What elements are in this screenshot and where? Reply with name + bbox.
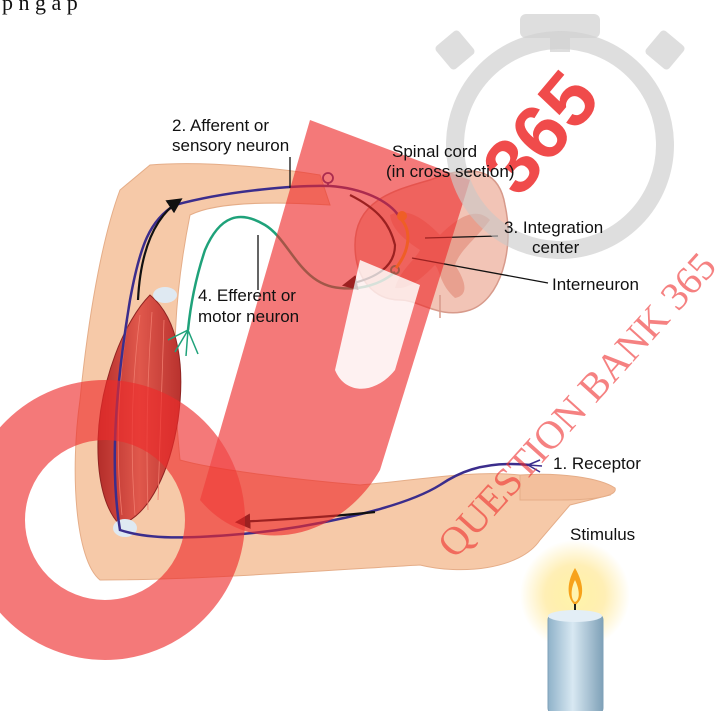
label-interneuron: Interneuron (552, 275, 639, 294)
label-integration-line2: center (532, 238, 580, 257)
tendon-top (153, 287, 177, 303)
label-efferent-line1: 4. Efferent or (198, 286, 296, 305)
label-stimulus: Stimulus (570, 525, 635, 544)
label-efferent-line2: motor neuron (198, 307, 299, 326)
label-afferent-line2: sensory neuron (172, 136, 289, 155)
label-receptor: 1. Receptor (553, 454, 641, 473)
label-afferent-line1: 2. Afferent or (172, 116, 269, 135)
label-spinal-line1: Spinal cord (392, 142, 477, 161)
label-integration-line1: 3. Integration (504, 218, 603, 237)
candle-stimulus (520, 540, 630, 711)
label-spinal-line2: (in cross section) (386, 162, 514, 181)
